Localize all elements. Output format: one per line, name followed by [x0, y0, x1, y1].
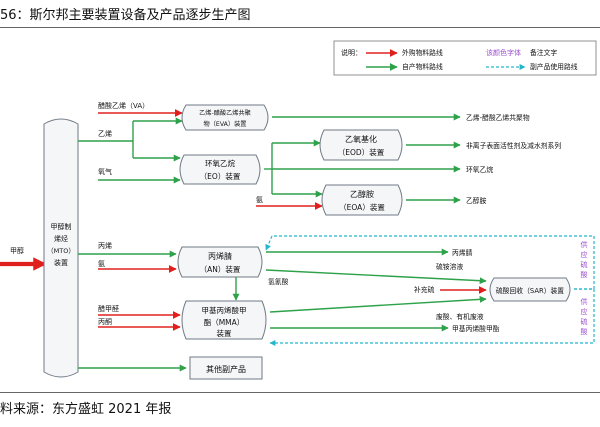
mto-vessel-shape — [43, 118, 79, 378]
legend-note-label: 备注文字 — [530, 48, 557, 57]
input-ammonia-an-label: 氨 — [98, 259, 105, 268]
an-label-line2: （AN）装置 — [200, 264, 241, 274]
legend-red-font-sample: 该颜色字体 — [486, 48, 521, 57]
mto-label-line2: 烯烃 — [54, 234, 68, 243]
sulfuric-bottom-char2: 应 — [581, 307, 588, 316]
an-unit: 丙烯腈 （AN）装置 — [177, 246, 263, 278]
loop-sulfuric-acid-to-an — [265, 235, 595, 290]
input-ammonia-eoa-label: 氨 — [256, 195, 263, 204]
an-label-line1: 丙烯腈 — [208, 251, 232, 261]
an-vessel-shape — [177, 246, 263, 278]
input-methanol: 甲醇 — [10, 246, 24, 255]
flow-mma-spent-acid-to-sar — [269, 295, 487, 313]
title-divider — [0, 27, 600, 28]
sulfuric-bottom-char1: 供 — [581, 297, 588, 306]
eoa-unit: 乙醇胺 （EOA）装置 — [321, 184, 403, 216]
eo-vessel-shape — [179, 154, 261, 185]
eoa-label-line1: 乙醇胺 — [350, 189, 374, 199]
figure-source: 料来源：东方盛虹 2021 年报 — [0, 402, 172, 417]
legend-own-label: 自产物料路线 — [402, 62, 443, 71]
figure-title: 56：斯尔邦主要装置设备及产品逐步生产图 — [0, 8, 251, 23]
mma-label-line1: 甲基丙烯酸甲 — [202, 305, 247, 315]
eva-vessel-shape — [181, 104, 269, 131]
mto-label-line4: 装置 — [54, 258, 68, 267]
input-formaldehyde-label: 醋甲醛 — [98, 304, 119, 313]
other-byproducts-box: 其他副产品 — [189, 356, 263, 380]
sulfuric-top-char1: 供 — [581, 240, 588, 249]
other-byproducts-label: 其他副产品 — [206, 364, 246, 374]
input-oxygen-label: 氧气 — [98, 167, 112, 176]
legend-byproduct-label: 副产品使用路线 — [530, 62, 578, 71]
mma-unit: 甲基丙烯酸甲 酯（MMA） 装置 — [181, 300, 267, 340]
sulfuric-bottom-char4: 酸 — [581, 327, 588, 336]
mma-label-line3: 装置 — [217, 328, 232, 338]
legend-purchased-label: 外购物料路线 — [402, 48, 443, 57]
other-byproducts-shape — [189, 356, 263, 380]
eoa-label-line2: （EOA）装置 — [339, 202, 385, 212]
eod-label-line1: 乙氧基化 — [345, 134, 377, 144]
loop-sulfuric-acid-to-mma — [269, 288, 595, 346]
eo-label-line2: （EO）装置 — [200, 171, 241, 181]
output-an-label: 丙烯腈 — [452, 248, 473, 257]
eva-unit: 乙烯-醋酸乙烯共聚 物（EVA）装置 — [181, 104, 269, 131]
eva-label-line1: 乙烯-醋酸乙烯共聚 — [199, 109, 252, 117]
output-eoa-label: 乙醇胺 — [466, 196, 487, 205]
sar-vessel-shape — [489, 277, 571, 302]
eod-vessel-shape — [319, 129, 403, 161]
eo-label-line1: 环氧乙烷 — [205, 158, 235, 168]
output-eva-label: 乙烯-醋酸乙烯共聚物 — [466, 113, 530, 122]
mto-label-line1: 甲醇制 — [51, 222, 72, 231]
flow-spent-acid-label: 废酸、有机废液 — [436, 312, 484, 321]
legend: 说明： 外购物料路线 该颜色字体 备注文字 自产物料路线 副产品使用路线 — [333, 40, 597, 76]
input-acetone-label: 丙酮 — [98, 318, 112, 326]
output-eo-label: 环氧乙烷 — [466, 165, 493, 174]
eod-unit: 乙氧基化 （EOD）装置 — [319, 129, 403, 161]
sulfuric-bottom-char3: 硫 — [581, 317, 588, 326]
output-eod-label: 非离子表面活性剂及减水剂系列 — [466, 141, 561, 150]
input-ethylene-label: 乙烯 — [98, 129, 112, 138]
output-mma-label: 甲基丙烯酸甲酯 — [452, 324, 500, 333]
legend-frame — [333, 40, 597, 76]
sulfuric-top-char4: 酸 — [581, 270, 588, 279]
sar-label: 硫酸回收（SAR）装置 — [496, 286, 564, 295]
sulfuric-top-char2: 应 — [581, 250, 588, 259]
eva-label-line2: 物（EVA）装置 — [204, 120, 247, 128]
footer-divider — [0, 392, 600, 393]
input-sulfur-label: 补充硫 — [414, 285, 435, 294]
mto-unit: 甲醇制 烯烃 （MTO） 装置 — [43, 118, 79, 378]
sulfuric-top-char3: 硫 — [581, 260, 588, 269]
mto-label-line3: （MTO） — [47, 247, 75, 255]
flow-hcn-label: 氢氰酸 — [268, 277, 289, 286]
sar-unit: 硫酸回收（SAR）装置 — [489, 277, 571, 302]
flow-an-ammonium-sulfate-to-sar — [265, 269, 487, 285]
mma-label-line2: 酯（MMA） — [204, 318, 245, 327]
eoa-vessel-shape — [321, 184, 403, 216]
input-propylene-label: 丙烯 — [98, 241, 112, 250]
eo-unit: 环氧乙烷 （EO）装置 — [179, 154, 261, 185]
flow-ammonium-sulfate-label: 硫铵溶液 — [436, 262, 463, 271]
legend-prefix: 说明： — [341, 48, 362, 57]
mma-vessel-shape — [181, 300, 267, 340]
production-flow-diagram: 说明： 外购物料路线 该颜色字体 备注文字 自产物料路线 副产品使用路线 甲醇 … — [0, 40, 597, 380]
eod-label-line2: （EOD）装置 — [338, 147, 385, 157]
input-va-label: 醋酸乙烯（VA） — [98, 101, 149, 110]
